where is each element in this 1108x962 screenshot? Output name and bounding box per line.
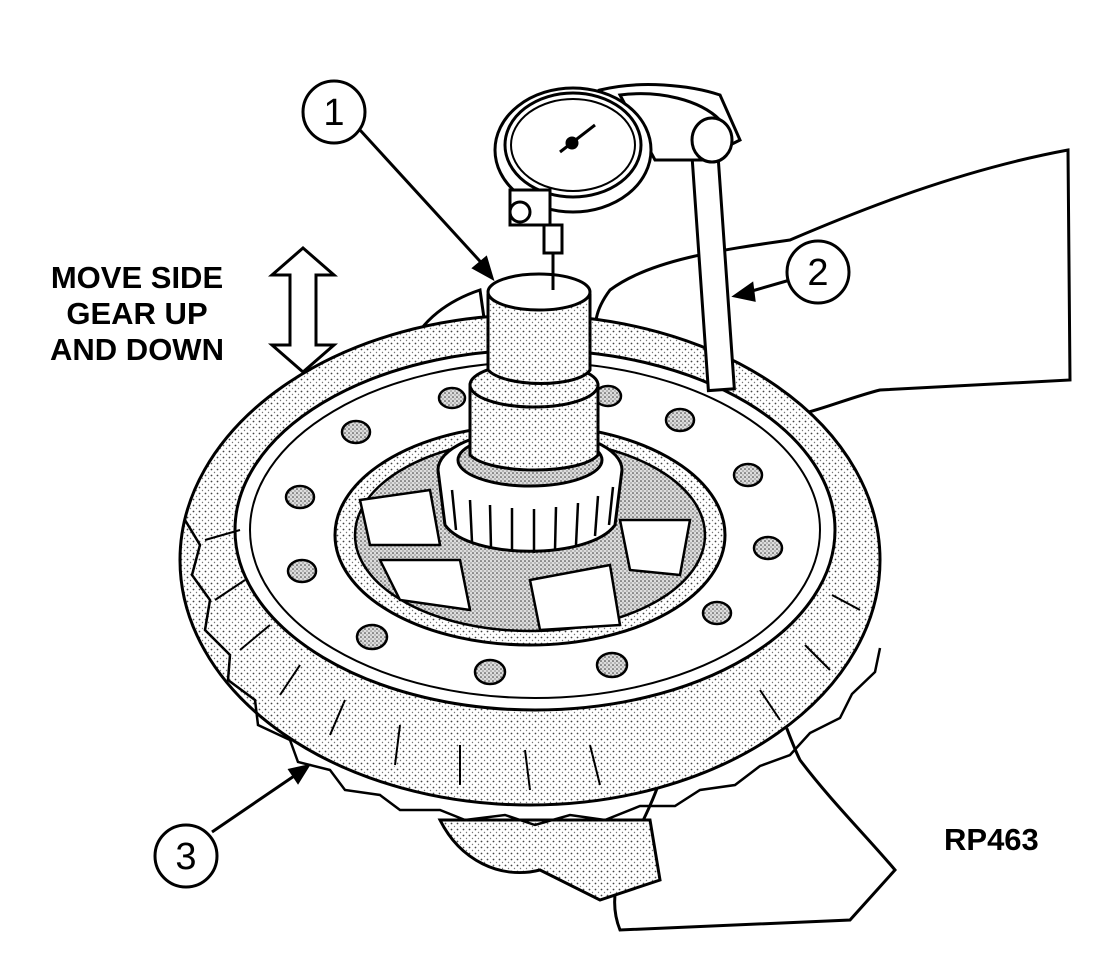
dial-indicator [493,86,736,393]
instruction-line-2: GEAR UP [66,296,208,331]
svg-text:2: 2 [807,252,828,294]
figure-code: RP463 [944,822,1039,857]
ring-gear-underside [437,818,662,902]
instruction-line-3: AND DOWN [50,332,224,367]
side-gear-shaft-tool [468,272,600,472]
callout-1: 1 [301,79,367,145]
svg-text:1: 1 [323,92,344,134]
leader-lines [211,128,791,834]
up-down-arrow [267,246,339,374]
instruction-line-1: MOVE SIDE [50,260,224,295]
callout-3: 3 [153,823,219,889]
callout-2: 2 [785,239,851,305]
instruction-label: MOVE SIDE GEAR UP AND DOWN [30,260,244,368]
svg-text:3: 3 [175,836,196,878]
ring-gear-bolts [284,384,784,686]
